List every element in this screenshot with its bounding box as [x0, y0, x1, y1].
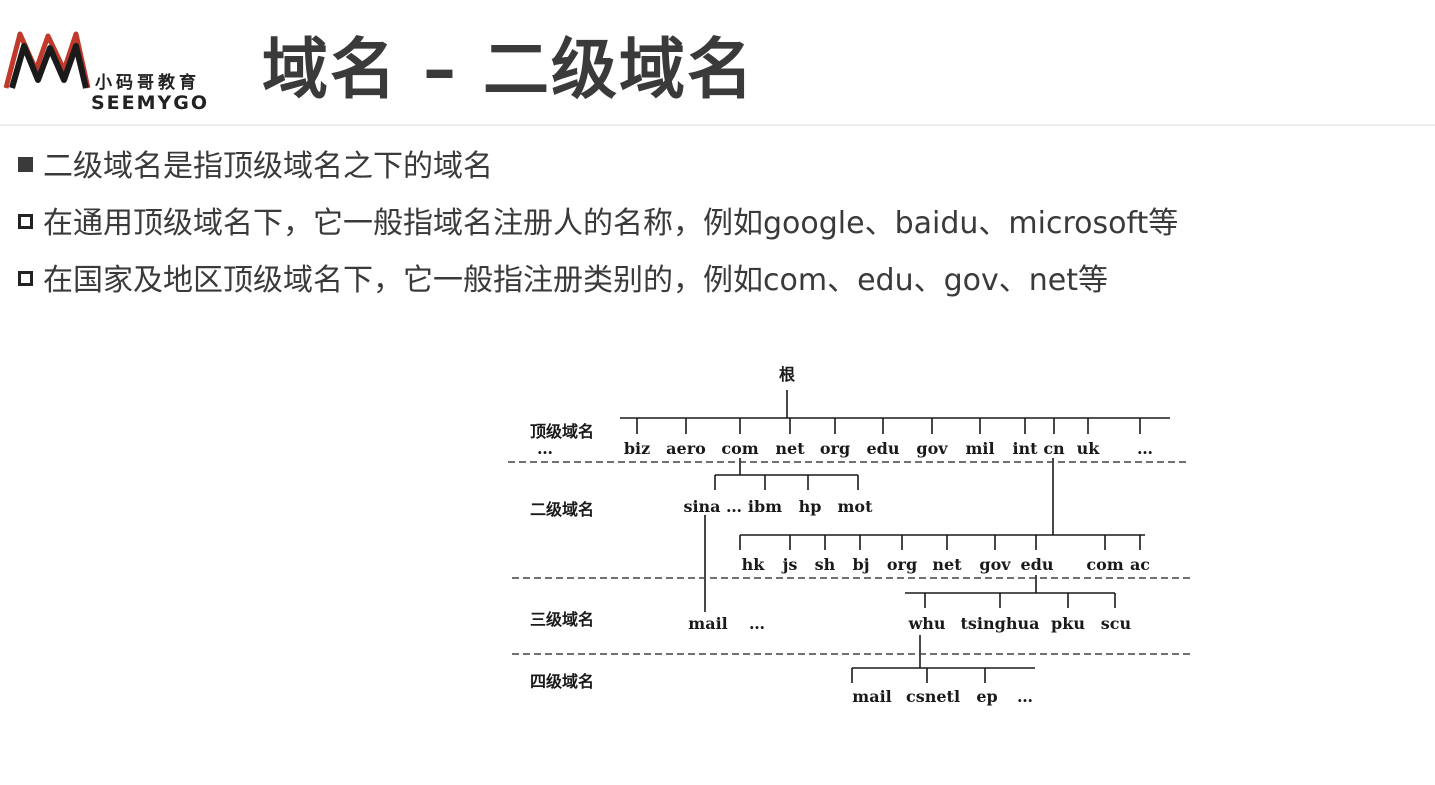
fourth-level-node: ep: [976, 687, 997, 706]
cn-child-node: js: [781, 555, 798, 574]
third-level-node: …: [749, 614, 765, 633]
third-level-node: whu: [907, 614, 945, 633]
bullet-list: 二级域名是指顶级域名之下的域名 在通用顶级域名下，它一般指域名注册人的名称，例如…: [18, 146, 1178, 317]
seemygo-logo: 小码哥教育 SEEMYGO: [2, 22, 232, 114]
top-domain-node: org: [820, 439, 850, 458]
top-domain-node: int: [1012, 439, 1038, 458]
page-title: 域名 – 二级域名: [262, 31, 755, 108]
cn-child-node: net: [932, 555, 962, 574]
cn-child-node: edu: [1021, 555, 1054, 574]
bullet-item-3: 在国家及地区顶级域名下，它一般指注册类别的，例如com、edu、gov、net等: [18, 260, 1178, 317]
level-label-top-more: …: [537, 439, 553, 458]
hollow-square-icon: [18, 214, 33, 229]
fourth-level-node: mail: [852, 687, 891, 706]
bullet-text: 在通用顶级域名下，它一般指域名注册人的名称，例如google、baidu、mic…: [43, 206, 1179, 241]
cn-child-node: hk: [742, 555, 766, 574]
top-domain-node: aero: [666, 439, 706, 458]
bullet-item-2: 在通用顶级域名下，它一般指域名注册人的名称，例如google、baidu、mic…: [18, 203, 1178, 260]
diagram-root-label: 根: [779, 365, 795, 384]
bullet-item-1: 二级域名是指顶级域名之下的域名: [18, 146, 1178, 203]
second-level-node: …: [726, 497, 742, 516]
third-level-node: pku: [1051, 614, 1085, 633]
top-domain-node: gov: [916, 439, 948, 458]
level-label-second: 二级域名: [530, 500, 594, 519]
second-level-node: ibm: [748, 497, 782, 516]
top-domain-node: uk: [1077, 439, 1101, 458]
level-label-third: 三级域名: [530, 610, 594, 629]
bullet-text: 二级域名是指顶级域名之下的域名: [43, 149, 493, 184]
top-domain-node: cn: [1043, 439, 1065, 458]
top-domain-node: net: [775, 439, 805, 458]
cn-child-node: bj: [853, 555, 870, 574]
top-domain-node: mil: [965, 439, 994, 458]
slide-header: 小码哥教育 SEEMYGO 域名 – 二级域名: [0, 0, 1435, 126]
domain-hierarchy-diagram: 根 顶级域名 … 二级域名 三级域名 四级域名 biz aero com net…: [500, 350, 1210, 720]
third-level-node: tsinghua: [961, 614, 1040, 633]
logo-chinese-text: 小码哥教育: [95, 73, 200, 93]
second-level-node: mot: [838, 497, 874, 516]
top-domain-node: com: [721, 439, 758, 458]
hollow-square-icon: [18, 271, 33, 286]
second-level-node: hp: [799, 497, 822, 516]
level-label-top: 顶级域名: [530, 422, 594, 441]
third-level-node: mail: [688, 614, 727, 633]
cn-child-node: gov: [979, 555, 1011, 574]
logo-m-mark: [3, 31, 91, 89]
fourth-level-node: csnetl: [906, 687, 960, 706]
bullet-text: 在国家及地区顶级域名下，它一般指注册类别的，例如com、edu、gov、net等: [43, 263, 1108, 298]
fourth-level-node: …: [1017, 687, 1033, 706]
cn-child-node: org: [887, 555, 917, 574]
second-level-node: sina: [683, 497, 720, 516]
logo-english-text: SEEMYGO: [91, 92, 210, 114]
top-domain-node: …: [1137, 439, 1153, 458]
level-label-fourth: 四级域名: [530, 672, 594, 691]
top-domain-node: edu: [867, 439, 900, 458]
top-domain-node: biz: [624, 439, 650, 458]
third-level-node: scu: [1101, 614, 1132, 633]
cn-child-node: sh: [815, 555, 836, 574]
cn-child-node: com: [1086, 555, 1123, 574]
cn-child-node: ac: [1130, 555, 1150, 574]
filled-square-icon: [18, 157, 33, 172]
